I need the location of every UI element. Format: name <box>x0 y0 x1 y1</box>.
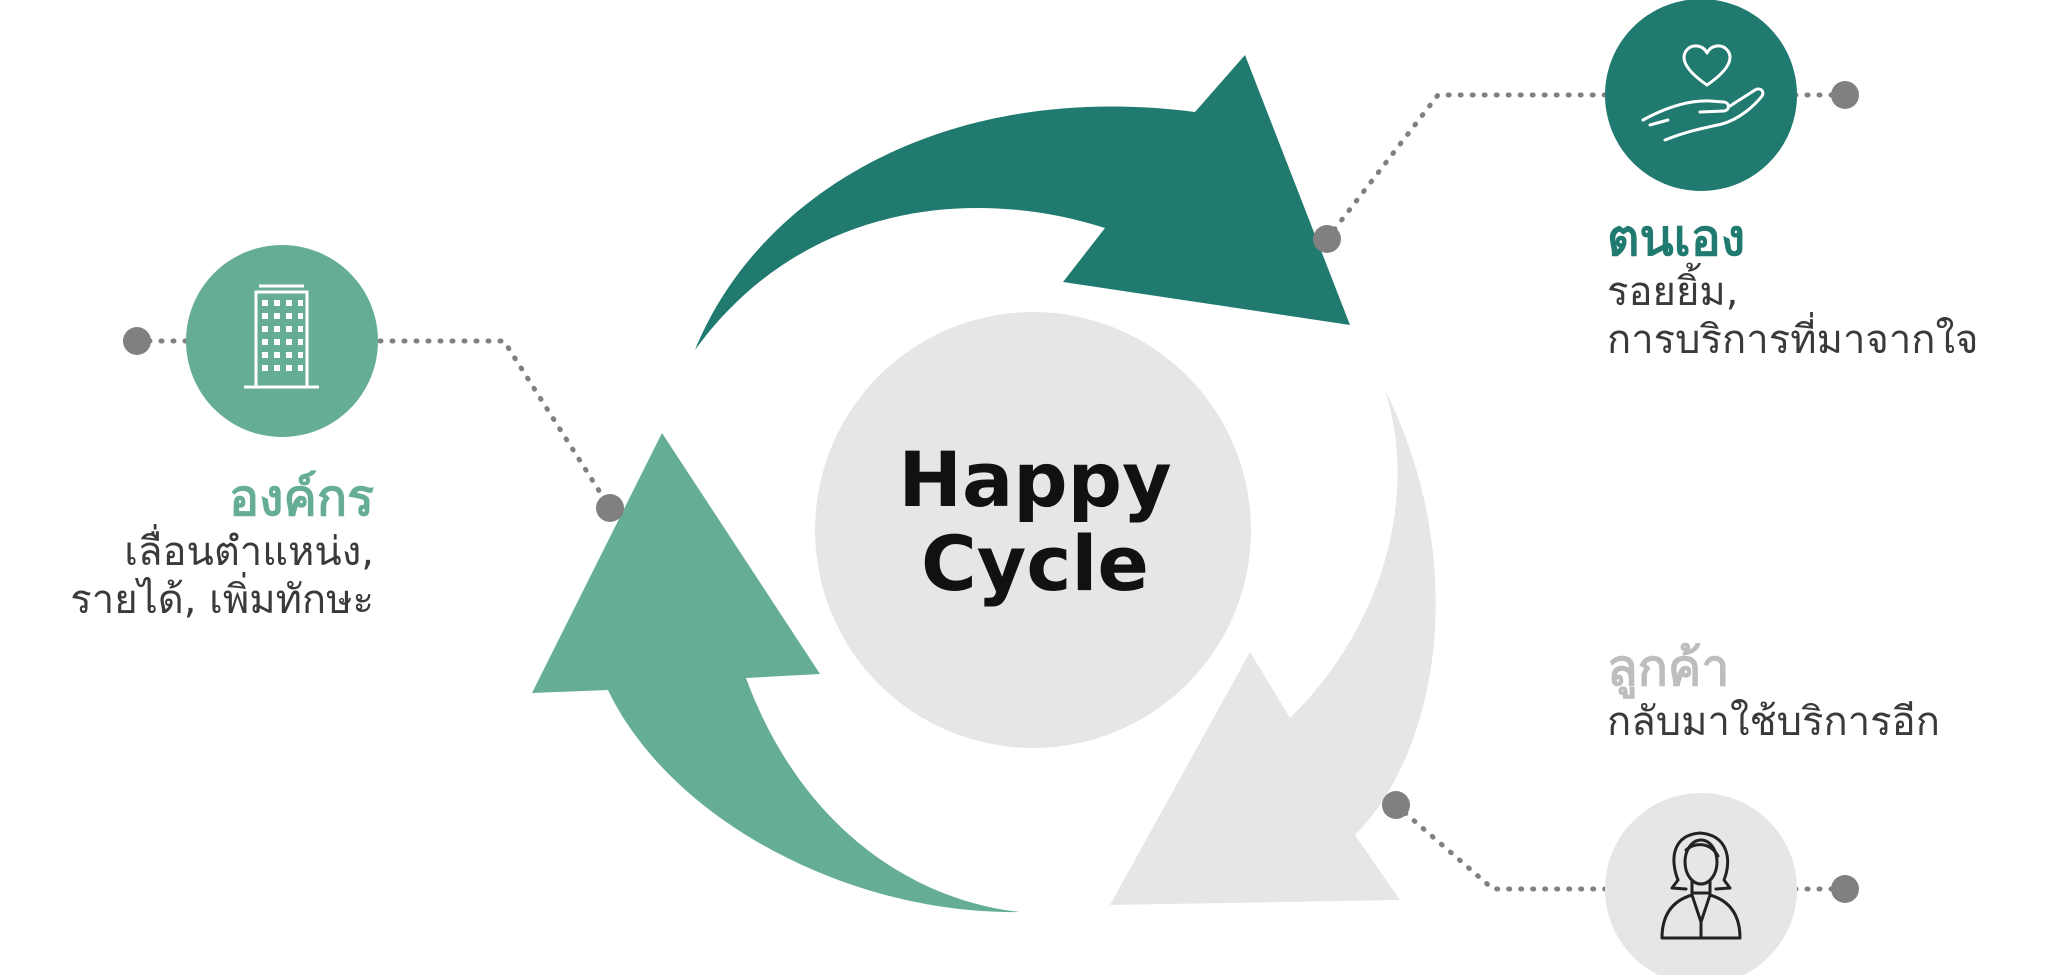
self-desc-line1: รอยยิ้ม, <box>1607 269 1739 315</box>
organization-desc-line2: รายได้, เพิ่มทักษะ <box>70 577 374 623</box>
center-title-line2: Cycle <box>921 518 1149 608</box>
connector-self <box>1324 92 1608 242</box>
self-title: ตนเอง <box>1607 209 1746 267</box>
organization-label: องค์กร เลื่อนตำแหน่ง, รายได้, เพิ่มทักษะ <box>70 468 374 624</box>
self-desc-line2: การบริการที่มาจากใจ <box>1607 317 1979 363</box>
organization-title: องค์กร <box>228 469 374 527</box>
cycle-arrow-right <box>1110 390 1436 905</box>
connector-dot <box>596 494 624 522</box>
woman-avatar-icon <box>1660 831 1742 940</box>
connector-dot <box>1831 875 1859 903</box>
connector-dot <box>1382 791 1410 819</box>
connector-customer <box>1393 802 1608 892</box>
connector-dot <box>123 327 151 355</box>
node-self <box>1605 0 1797 191</box>
node-customer <box>1605 793 1797 975</box>
connector-dot <box>1831 81 1859 109</box>
customer-desc-line1: กลับมาใช้บริการอีก <box>1607 699 1940 745</box>
cycle-arrow-left <box>532 433 1020 913</box>
center-circle <box>815 312 1251 748</box>
center-title: Happy Cycle <box>820 438 1250 605</box>
self-label: ตนเอง รอยยิ้ม, การบริการที่มาจากใจ <box>1607 208 1978 364</box>
office-building-icon <box>244 284 319 389</box>
node-organization <box>186 245 378 437</box>
center-title-line1: Happy <box>898 435 1172 524</box>
connector-dot <box>1313 225 1341 253</box>
heart-in-hand-icon <box>1641 44 1765 142</box>
connector-org <box>377 338 613 511</box>
customer-title: ลูกค้า <box>1607 639 1730 697</box>
customer-label: ลูกค้า กลับมาใช้บริการอีก <box>1607 638 1940 746</box>
cycle-arrow-top <box>695 55 1350 350</box>
organization-desc-line1: เลื่อนตำแหน่ง, <box>124 529 374 575</box>
